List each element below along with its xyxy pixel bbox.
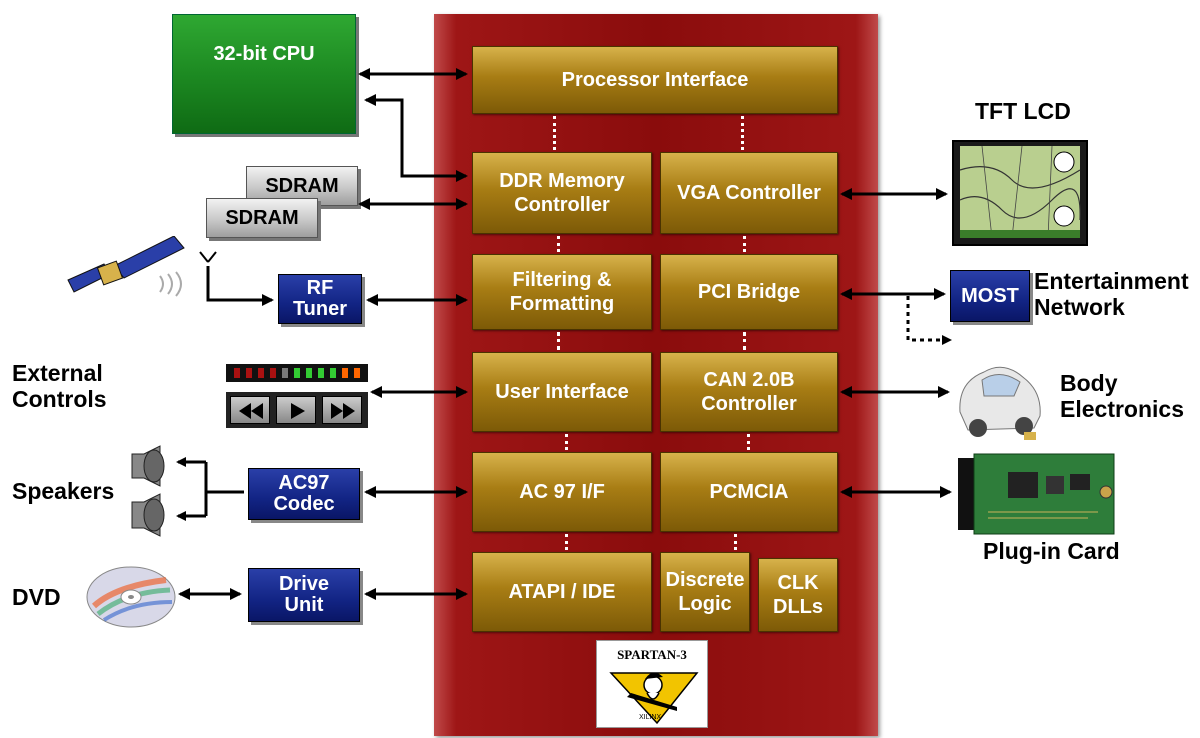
dotted-link bbox=[565, 434, 568, 450]
dotted-link bbox=[734, 534, 737, 550]
user-interface-label: User Interface bbox=[495, 381, 629, 403]
atapi-ide-label: ATAPI / IDE bbox=[508, 581, 616, 603]
plug-in-card-label: Plug-in Card bbox=[983, 538, 1120, 564]
user-interface-block[interactable]: User Interface bbox=[472, 352, 652, 432]
rewind-icon bbox=[239, 403, 263, 419]
vga-controller-block[interactable]: VGA Controller bbox=[660, 152, 838, 234]
ac97-if-block[interactable]: AC 97 I/F bbox=[472, 452, 652, 532]
processor-interface-block[interactable]: Processor Interface bbox=[472, 46, 838, 114]
sdram-label-1: SDRAM bbox=[265, 174, 339, 197]
plug-in-card-icon bbox=[958, 453, 1115, 535]
dotted-link bbox=[747, 434, 750, 450]
pcmcia-label: PCMCIA bbox=[709, 481, 789, 503]
svg-text:XILINX: XILINX bbox=[639, 714, 662, 721]
dvd-disc-icon bbox=[86, 566, 176, 628]
spartan3-logo: SPARTAN-3 XILINX bbox=[596, 640, 708, 728]
sdram-module-2[interactable]: SDRAM bbox=[206, 198, 318, 238]
level-meter-icon bbox=[234, 368, 360, 378]
dotted-link bbox=[553, 116, 556, 150]
speaker-icon bbox=[131, 445, 165, 537]
dvd-label: DVD bbox=[12, 584, 61, 610]
atapi-ide-block[interactable]: ATAPI / IDE bbox=[472, 552, 652, 632]
spartan3-logo-text: SPARTAN-3 bbox=[617, 647, 687, 662]
fast-forward-button[interactable] bbox=[322, 396, 362, 424]
cpu-chip[interactable]: 32-bit CPU bbox=[172, 14, 356, 134]
processor-interface-label: Processor Interface bbox=[561, 69, 749, 91]
rewind-button[interactable] bbox=[230, 396, 270, 424]
dotted-link bbox=[743, 236, 746, 252]
spartan-warrior-icon: XILINX bbox=[609, 672, 699, 725]
tft-lcd-display-icon bbox=[952, 140, 1088, 246]
tft-lcd-label: TFT LCD bbox=[975, 98, 1071, 124]
fast-forward-icon bbox=[331, 403, 355, 419]
play-icon bbox=[291, 403, 305, 419]
cpu-label: 32-bit CPU bbox=[213, 43, 315, 65]
dotted-link bbox=[565, 534, 568, 550]
dotted-link bbox=[557, 332, 560, 350]
sdram-label-2: SDRAM bbox=[225, 206, 299, 229]
filtering-formatting-label: Filtering &Formatting bbox=[509, 269, 615, 315]
pci-bridge-label: PCI Bridge bbox=[697, 281, 801, 303]
vga-controller-label: VGA Controller bbox=[677, 182, 821, 204]
pcmcia-block[interactable]: PCMCIA bbox=[660, 452, 838, 532]
filtering-formatting-block[interactable]: Filtering &Formatting bbox=[472, 254, 652, 330]
dotted-link bbox=[743, 332, 746, 350]
play-button[interactable] bbox=[276, 396, 316, 424]
car-icon bbox=[959, 366, 1041, 440]
pci-bridge-block[interactable]: PCI Bridge bbox=[660, 254, 838, 330]
dotted-link bbox=[557, 236, 560, 252]
speakers-label: Speakers bbox=[12, 478, 115, 504]
most-label: MOST bbox=[961, 284, 1019, 307]
most-box[interactable]: MOST bbox=[950, 270, 1030, 322]
satellite-icon bbox=[67, 236, 185, 297]
level-meter bbox=[226, 364, 368, 382]
dotted-link bbox=[741, 116, 744, 150]
ac97-if-label: AC 97 I/F bbox=[519, 481, 605, 503]
media-controls bbox=[226, 392, 368, 428]
